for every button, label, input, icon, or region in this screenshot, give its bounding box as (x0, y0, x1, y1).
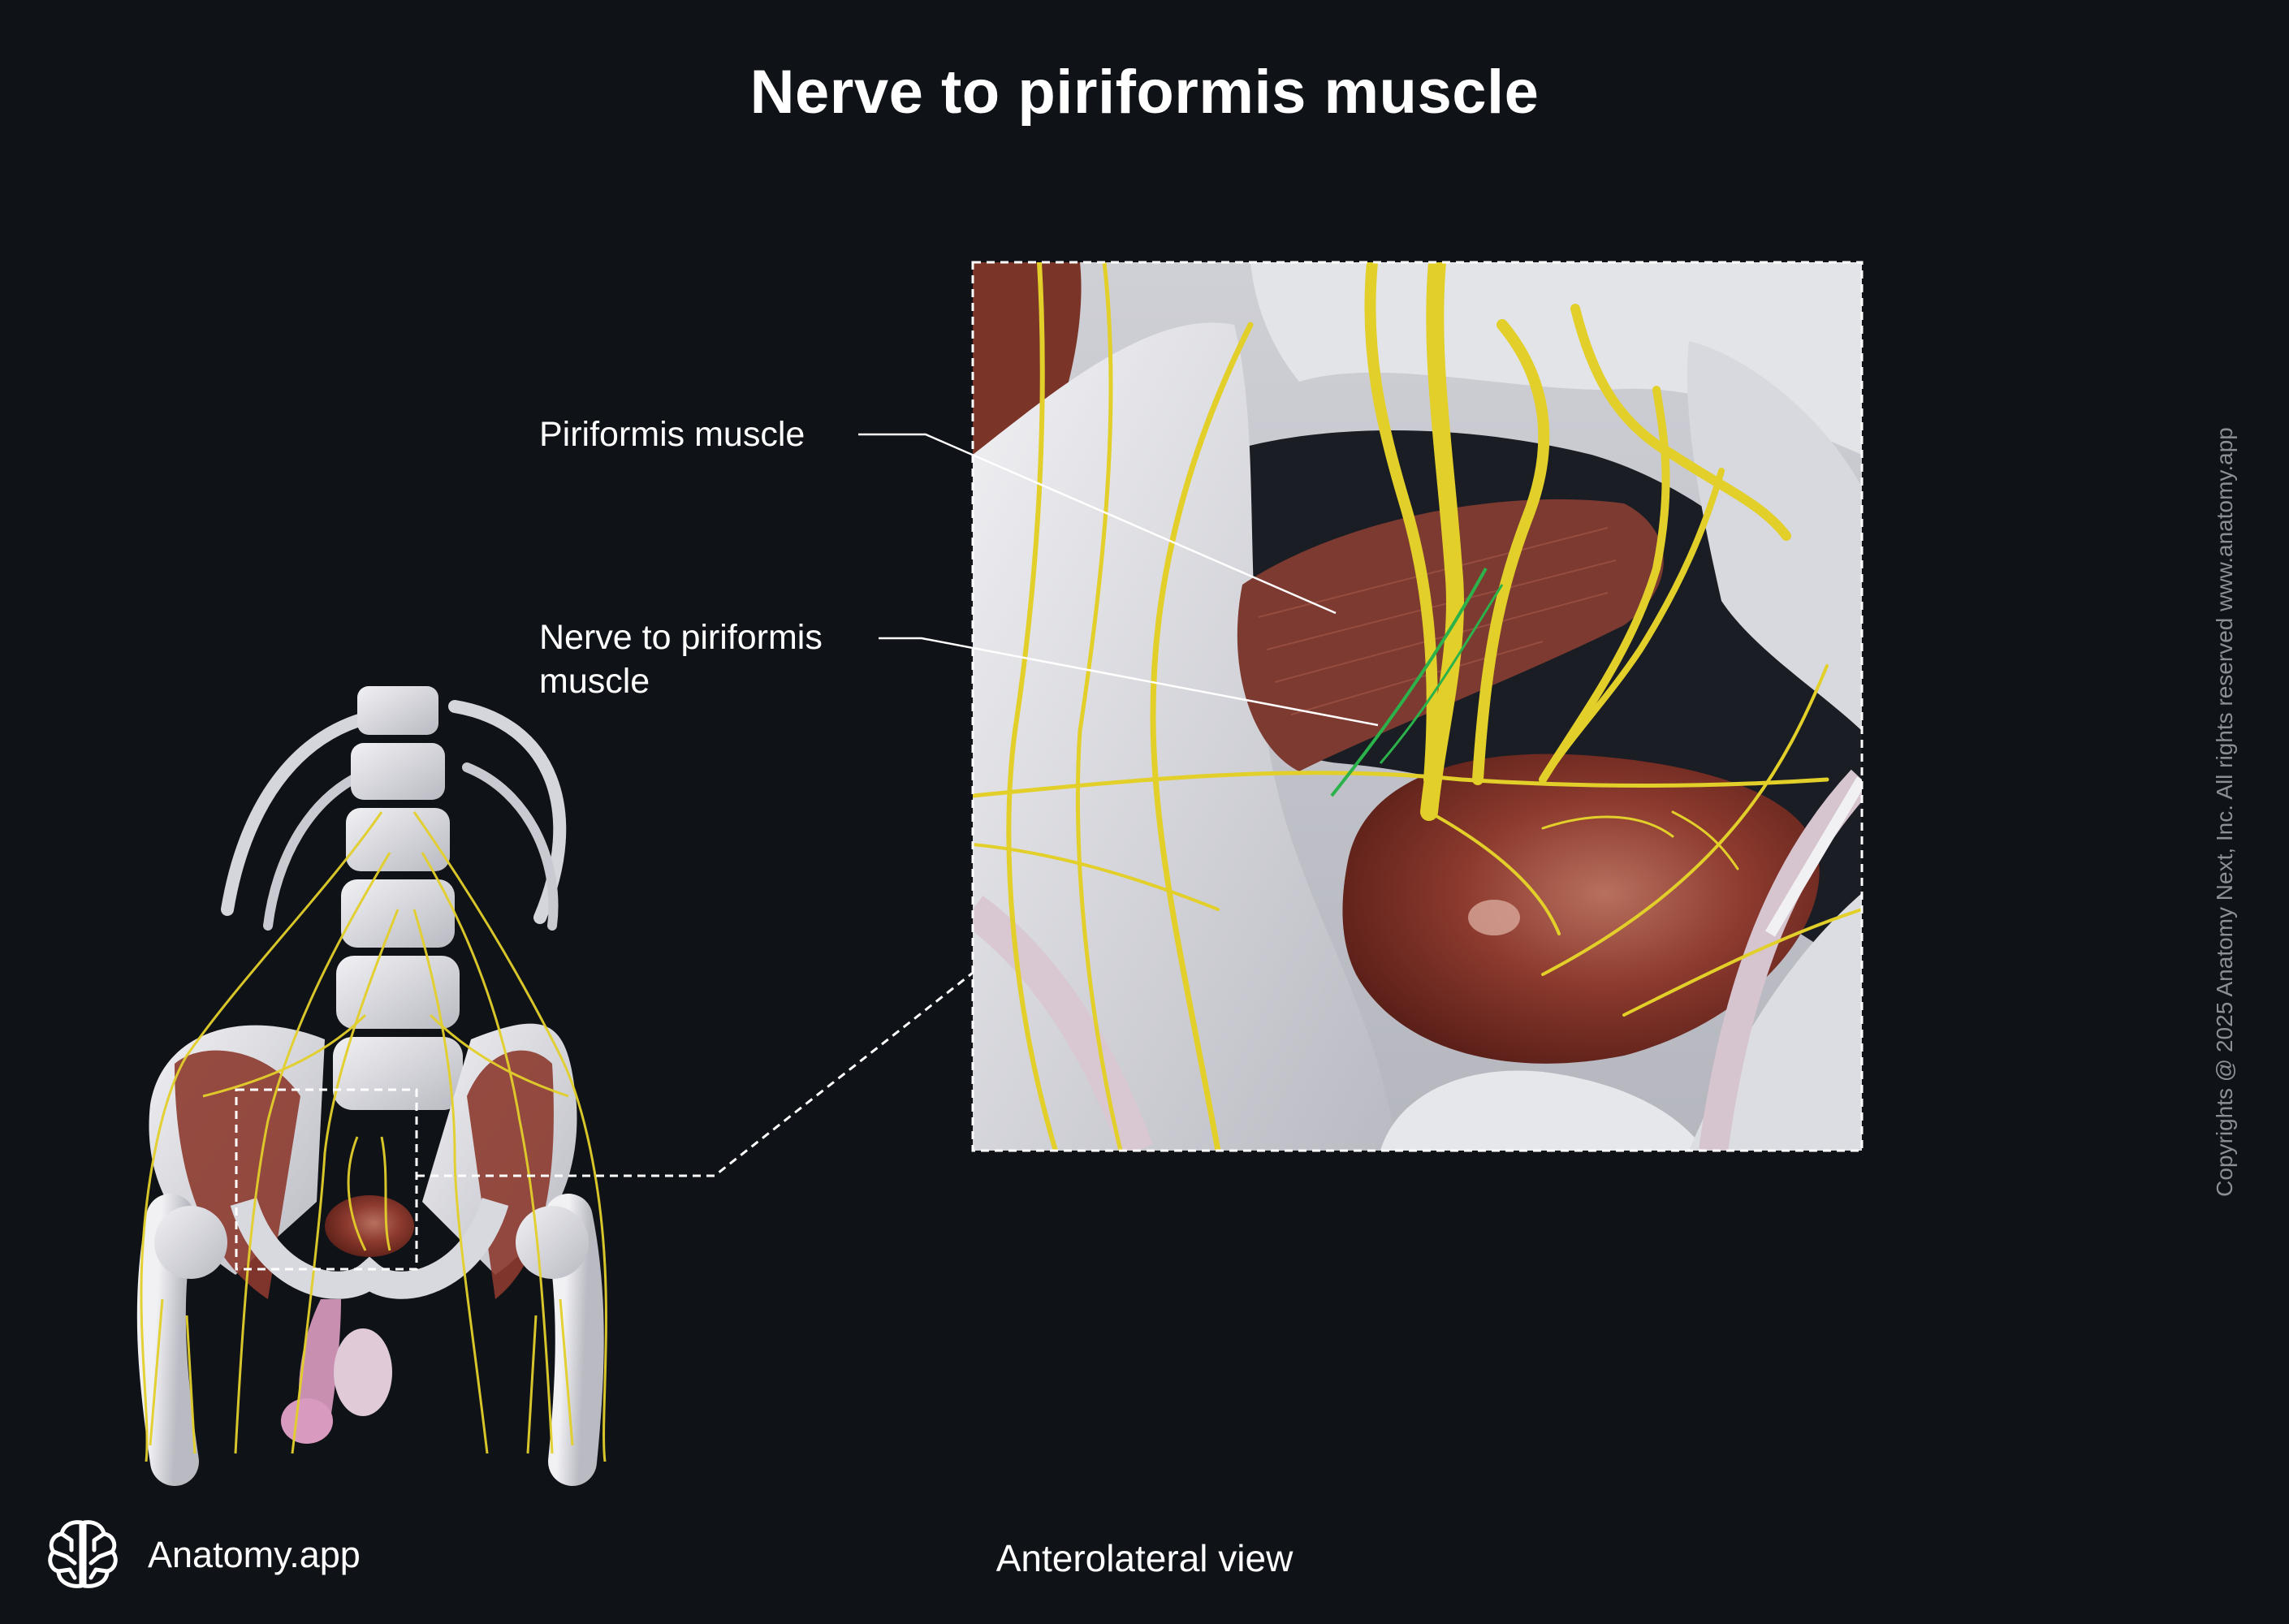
copyright-text: Copyrights @ 2025 Anatomy Next, Inc. All… (2212, 427, 2237, 1197)
brand: Anatomy.app (42, 1514, 361, 1596)
overview-figure (136, 686, 607, 1486)
label-nerve-line1: Nerve to piriformis (539, 618, 823, 657)
zoom-inset-border (971, 261, 1864, 1152)
view-caption: Anterolateral view (995, 1537, 1294, 1579)
page-title: Nerve to piriformis muscle (749, 58, 1540, 127)
label-nerve-to-piriformis: Nerve to piriformis muscle (539, 615, 823, 703)
label-piriformis-muscle: Piriformis muscle (539, 415, 805, 454)
overview-zoom-box (235, 1088, 418, 1271)
brain-logo-icon (48, 1520, 118, 1588)
zoom-inset (973, 262, 1862, 1151)
leader-line-nerve (879, 637, 1379, 727)
label-nerve-line2: muscle (539, 662, 650, 701)
zoom-connector-line (417, 971, 974, 1177)
nerve-to-piriformis-highlight (1330, 568, 1488, 797)
brand-name: Anatomy.app (148, 1534, 361, 1575)
leader-line-piriformis (858, 433, 1337, 615)
